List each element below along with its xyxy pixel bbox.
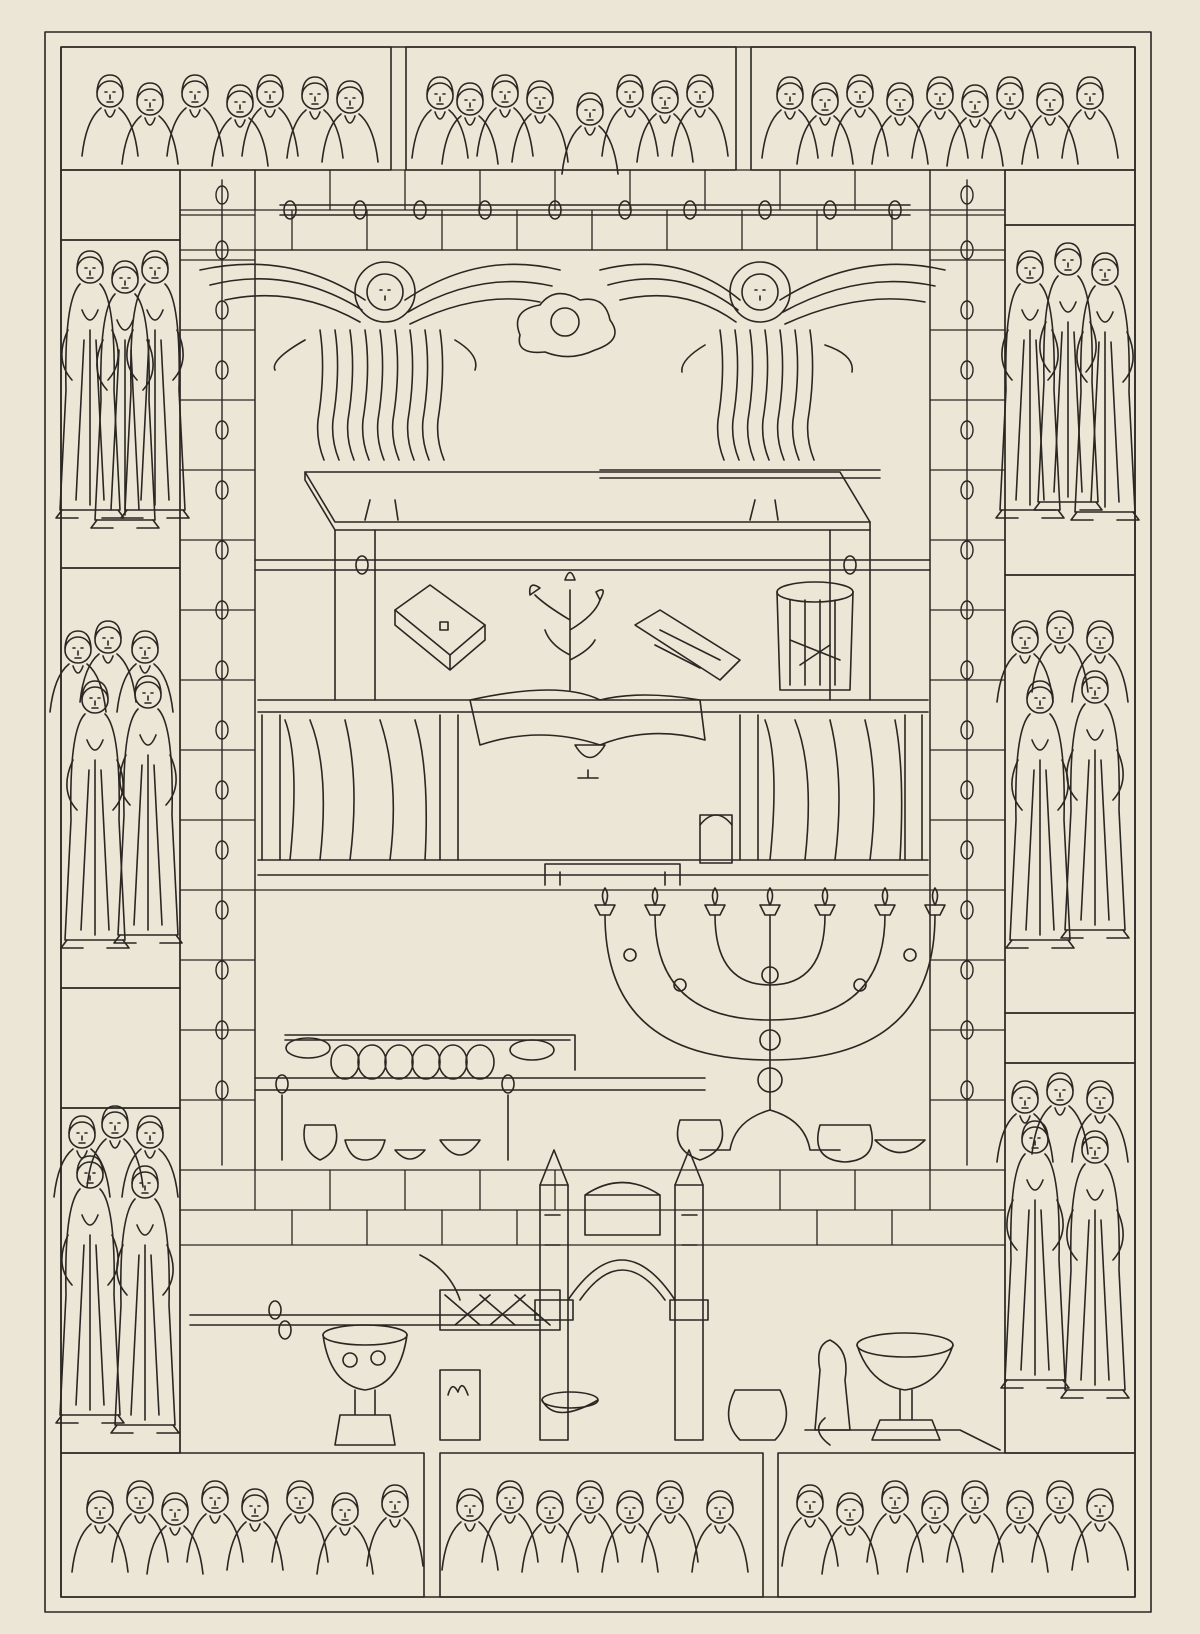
- seven-branched-candlestick-icon: [594, 887, 946, 1151]
- bottom-figure-panels: [60, 1452, 1136, 1598]
- brick-wall: [179, 169, 1006, 1454]
- right-chain: [960, 179, 974, 1166]
- showbread-table: [254, 1034, 926, 1163]
- top-figure-panels: [60, 46, 1136, 175]
- flowering-rod-icon: [528, 571, 604, 691]
- court-vessels: [541, 1332, 1001, 1451]
- winged-angel-icon: [199, 261, 946, 521]
- left-chain: [215, 179, 229, 1166]
- draped-table: [257, 689, 929, 886]
- stone-tablets-icon: [394, 584, 741, 681]
- fire-altar: [439, 1369, 481, 1441]
- ark-of-the-covenant-icon: [254, 469, 931, 701]
- temple-gate-arch: [534, 1149, 709, 1441]
- outer-frame-outer: [44, 31, 1152, 1613]
- laver-basin-icon: [322, 1324, 408, 1446]
- top-rod: [279, 200, 911, 220]
- manna-pot-icon: [776, 581, 854, 691]
- carried-chest: [189, 1254, 561, 1340]
- left-figure-panels: [49, 169, 190, 1454]
- right-figure-panels: [995, 169, 1140, 1454]
